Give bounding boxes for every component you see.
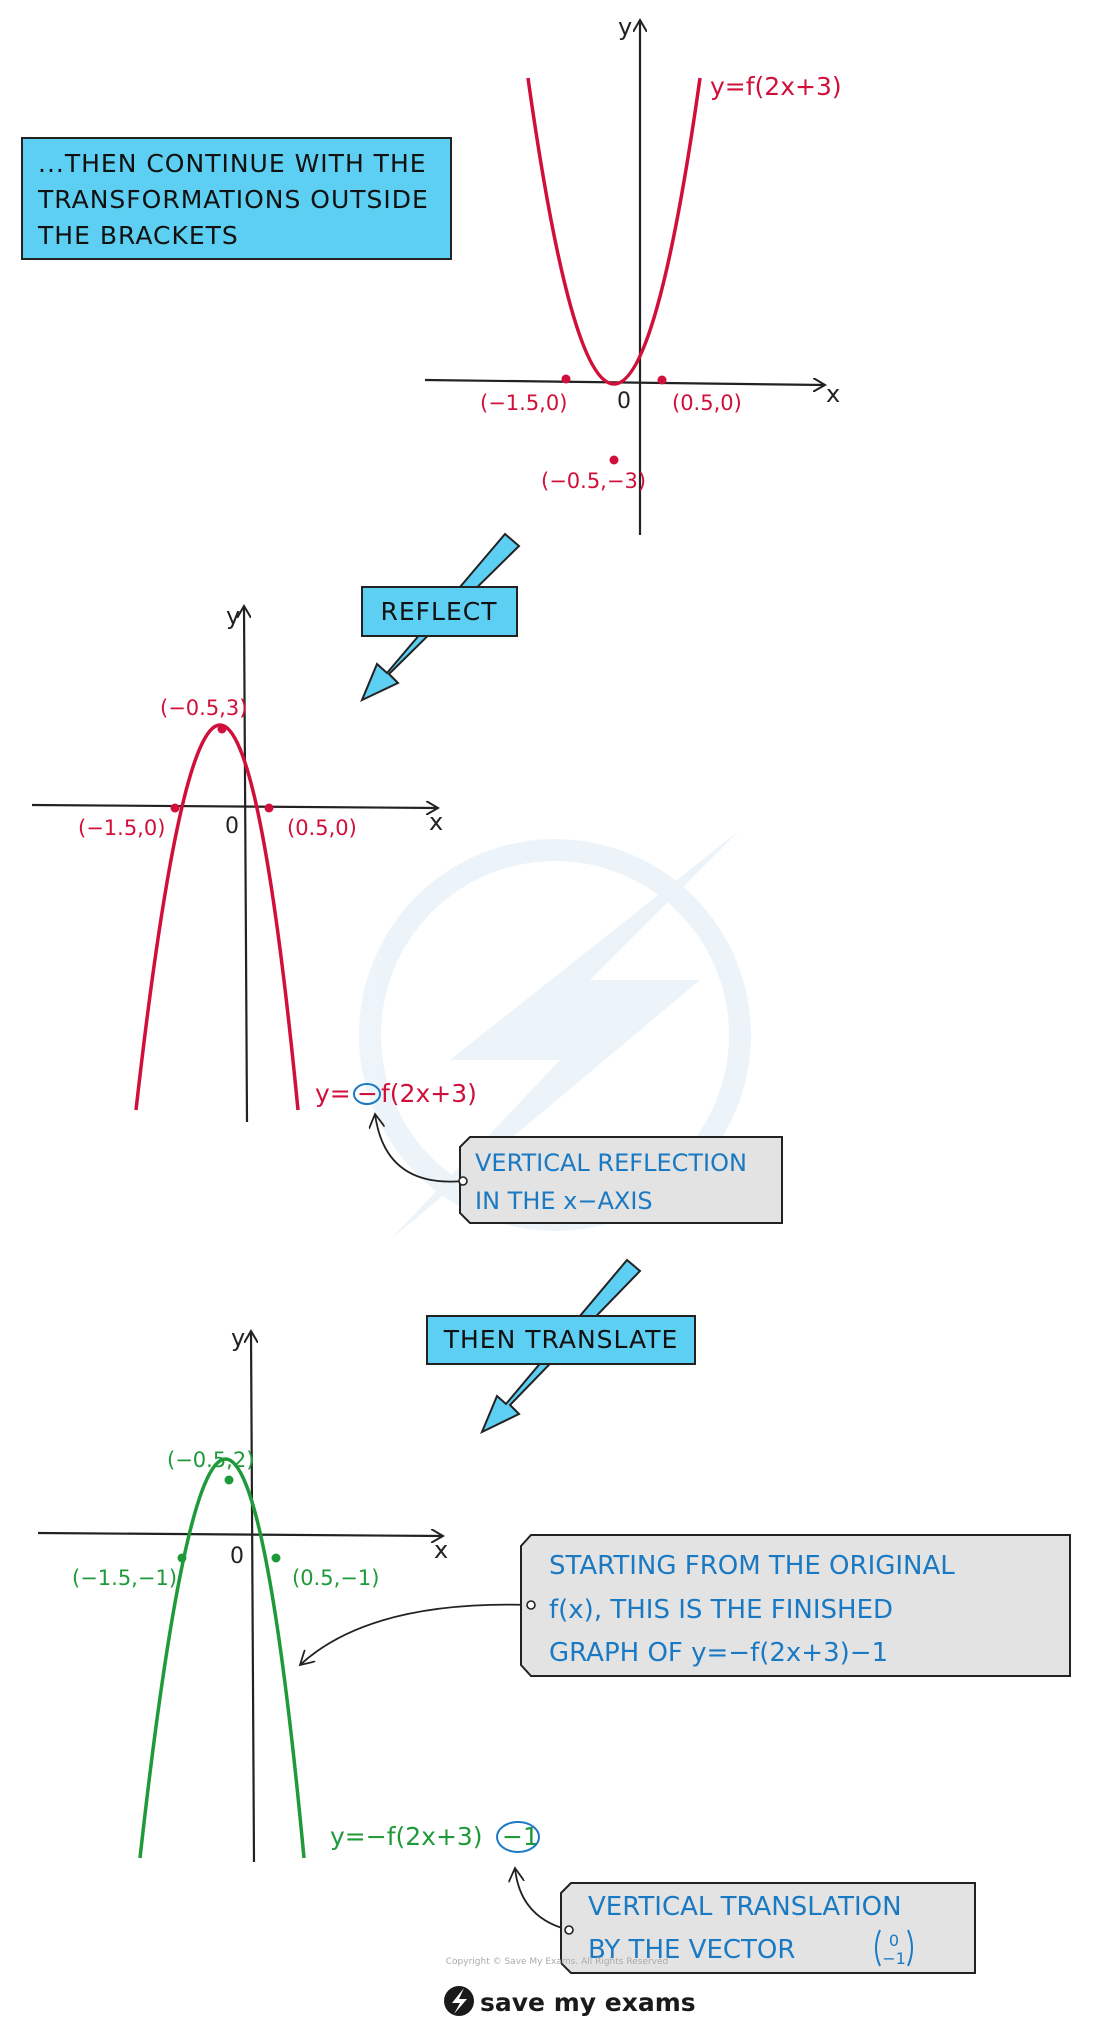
graph1-x-axis: [424, 380, 825, 385]
graph2-label-vertex: (−0.5,3): [160, 696, 247, 720]
graph2-point-right: [264, 803, 274, 813]
graph3-x-axis: [37, 1533, 443, 1536]
graph3-label-left: (−1.5,−1): [72, 1566, 177, 1590]
graph1-point-left: [561, 374, 571, 384]
graph1-equation: y=f(2x+3): [710, 72, 842, 101]
graph2-y-axis: [244, 606, 247, 1123]
graph3-point-right: [271, 1553, 281, 1563]
graph2-x-label: x: [429, 808, 443, 836]
graph3-curve: [138, 1457, 306, 1859]
graph1-curve: [526, 77, 702, 386]
graph3-y-label: y: [231, 1324, 245, 1352]
graph3-label-right: (0.5,−1): [292, 1566, 379, 1590]
graph1-label-vertex: (−0.5,−3): [541, 469, 646, 493]
graph1-label-right: (0.5,0): [672, 391, 742, 415]
graph3-final-note-line-1: STARTING FROM THE ORIGINAL: [549, 1551, 955, 1581]
reflect-label-box: [361, 586, 518, 637]
graph3-circle-highlight: [496, 1821, 540, 1853]
graph3-vertex: [224, 1475, 234, 1485]
graph3-origin: 0: [230, 1544, 244, 1569]
graph-1: x y 0 (−1.5,0) (0.5,0) (−0.5,−3) y=f(2x+…: [424, 13, 842, 535]
graph2-circle-highlight: [353, 1083, 381, 1105]
graph1-y-label: y: [618, 13, 632, 41]
graph1-vertex: [609, 455, 619, 465]
graph2-origin: 0: [225, 814, 239, 839]
graph3-equation-main: y=−f(2x+3): [330, 1822, 483, 1851]
reflect-label: REFLECT: [381, 597, 498, 626]
translate-label: THEN TRANSLATE: [443, 1325, 679, 1354]
graph3-label-vertex: (−0.5,2): [167, 1448, 254, 1472]
graph2-curve: [134, 723, 300, 1111]
graph3-vector-note: VERTICAL TRANSLATION BY THE VECTOR 0 −1: [560, 1882, 976, 1974]
graph2-equation-circled: −: [357, 1079, 378, 1108]
graph2-note-arrow: [375, 1114, 464, 1183]
graph1-origin: 0: [617, 389, 631, 414]
graph3-final-note: STARTING FROM THE ORIGINAL f(x), THIS IS…: [520, 1534, 1071, 1677]
reflect-arrow: REFLECT: [360, 532, 521, 703]
intro-box: ...THEN CONTINUE WITH THE TRANSFORMATION…: [21, 137, 452, 260]
graph2-y-label: y: [226, 602, 240, 630]
graph3-point-left: [177, 1553, 187, 1563]
intro-line-2: TRANSFORMATIONS OUTSIDE: [37, 185, 429, 214]
graph3-y-axis: [251, 1331, 254, 1863]
graph3-vector-note-line-2: BY THE VECTOR: [588, 1935, 795, 1965]
graph2-vertex: [217, 724, 227, 734]
graph1-x-label: x: [826, 380, 840, 408]
graph2-equation-prefix: y=: [315, 1079, 351, 1108]
intro-line-1: ...THEN CONTINUE WITH THE: [38, 149, 427, 178]
graph2-note-line-2: IN THE x−AXIS: [475, 1187, 653, 1215]
graph2-x-axis: [31, 805, 438, 808]
vector-top-value: 0: [889, 1931, 899, 1950]
brand-logo: save my exams: [444, 1986, 696, 2017]
intro-line-3: THE BRACKETS: [37, 221, 239, 250]
graph2-label-right: (0.5,0): [287, 816, 357, 840]
graph1-label-left: (−1.5,0): [480, 391, 567, 415]
graph2-label-left: (−1.5,0): [78, 816, 165, 840]
vector-bottom-value: −1: [882, 1949, 906, 1968]
graph-2: x y 0 (−0.5,3) (−1.5,0) (0.5,0) y= − f(2…: [31, 602, 783, 1224]
graph3-final-note-line-3: GRAPH OF y=−f(2x+3)−1: [549, 1638, 888, 1668]
graph3-vector-note-arrow: [515, 1868, 570, 1931]
translate-arrow: THEN TRANSLATE: [426, 1258, 696, 1435]
graph3-vector-note-line-1: VERTICAL TRANSLATION: [588, 1892, 902, 1922]
graph3-final-note-line-2: f(x), THIS IS THE FINISHED: [549, 1595, 893, 1625]
copyright-text: Copyright © Save My Exams. All Rights Re…: [446, 1957, 668, 1967]
graph2-equation-suffix: f(2x+3): [381, 1079, 477, 1108]
footer: Copyright © Save My Exams. All Rights Re…: [444, 1957, 696, 2017]
column-vector: 0 −1: [875, 1929, 913, 1968]
graph2-note-line-1: VERTICAL REFLECTION: [475, 1149, 747, 1177]
graph2-note: VERTICAL REFLECTION IN THE x−AXIS: [458, 1136, 783, 1224]
graph2-point-left: [170, 803, 180, 813]
brand-name: save my exams: [480, 1988, 696, 2017]
graph3-x-label: x: [434, 1536, 448, 1564]
graph1-point-right: [657, 375, 667, 385]
graph-3: x y 0 (−0.5,2) (−1.5,−1) (0.5,−1) y=−f(2…: [37, 1324, 1071, 1974]
translate-label-box: [426, 1315, 696, 1365]
graph3-final-note-arrow: [300, 1603, 532, 1665]
